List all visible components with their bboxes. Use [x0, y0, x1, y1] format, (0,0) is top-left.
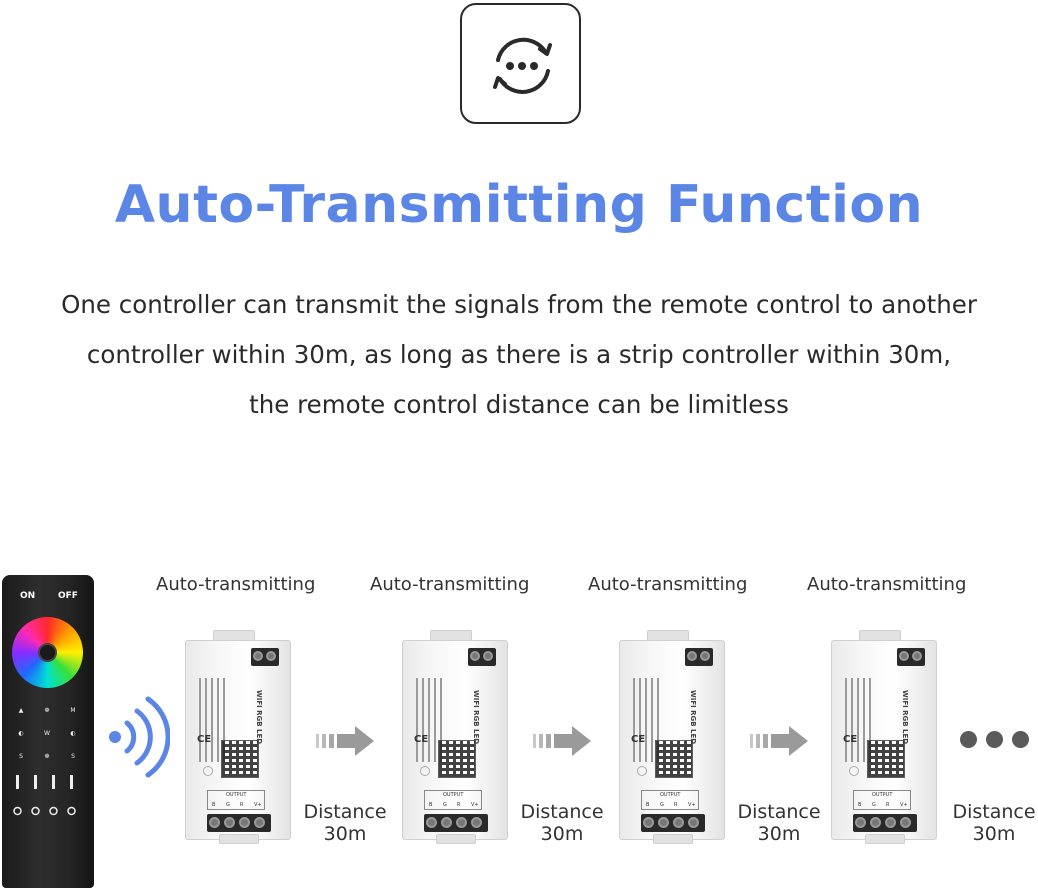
remote-on-label: ON	[20, 591, 36, 601]
signal-waves-icon	[109, 696, 170, 778]
auto-transmitting-label-1: Auto-transmitting	[156, 574, 316, 595]
auto-transmitting-label-4: Auto-transmitting	[807, 574, 967, 595]
page-title: Auto-Transmitting Function	[114, 175, 924, 235]
remote-off-label: OFF	[58, 591, 78, 601]
qr-code	[867, 740, 905, 778]
more-dots-icon	[960, 731, 1038, 752]
auto-transmitting-label-3: Auto-transmitting	[588, 574, 748, 595]
description-line-3: the remote control distance can be limit…	[249, 390, 789, 419]
description-line-2: controller within 30m, as long as there …	[86, 340, 952, 369]
remote-control-icon: ON OFF ▲ ❁ M ◐ W ◐ S ❁ S	[2, 575, 94, 888]
auto-transmit-icon	[460, 3, 581, 124]
qr-code	[221, 740, 259, 778]
arrow-right-icon	[533, 726, 591, 756]
description-line-1: One controller can transmit the signals …	[61, 290, 977, 319]
auto-transmitting-label-2: Auto-transmitting	[370, 574, 530, 595]
color-wheel	[12, 617, 83, 688]
qr-code	[438, 740, 476, 778]
arrow-right-icon	[316, 726, 374, 756]
arrow-right-icon	[750, 726, 808, 756]
qr-code	[655, 740, 693, 778]
